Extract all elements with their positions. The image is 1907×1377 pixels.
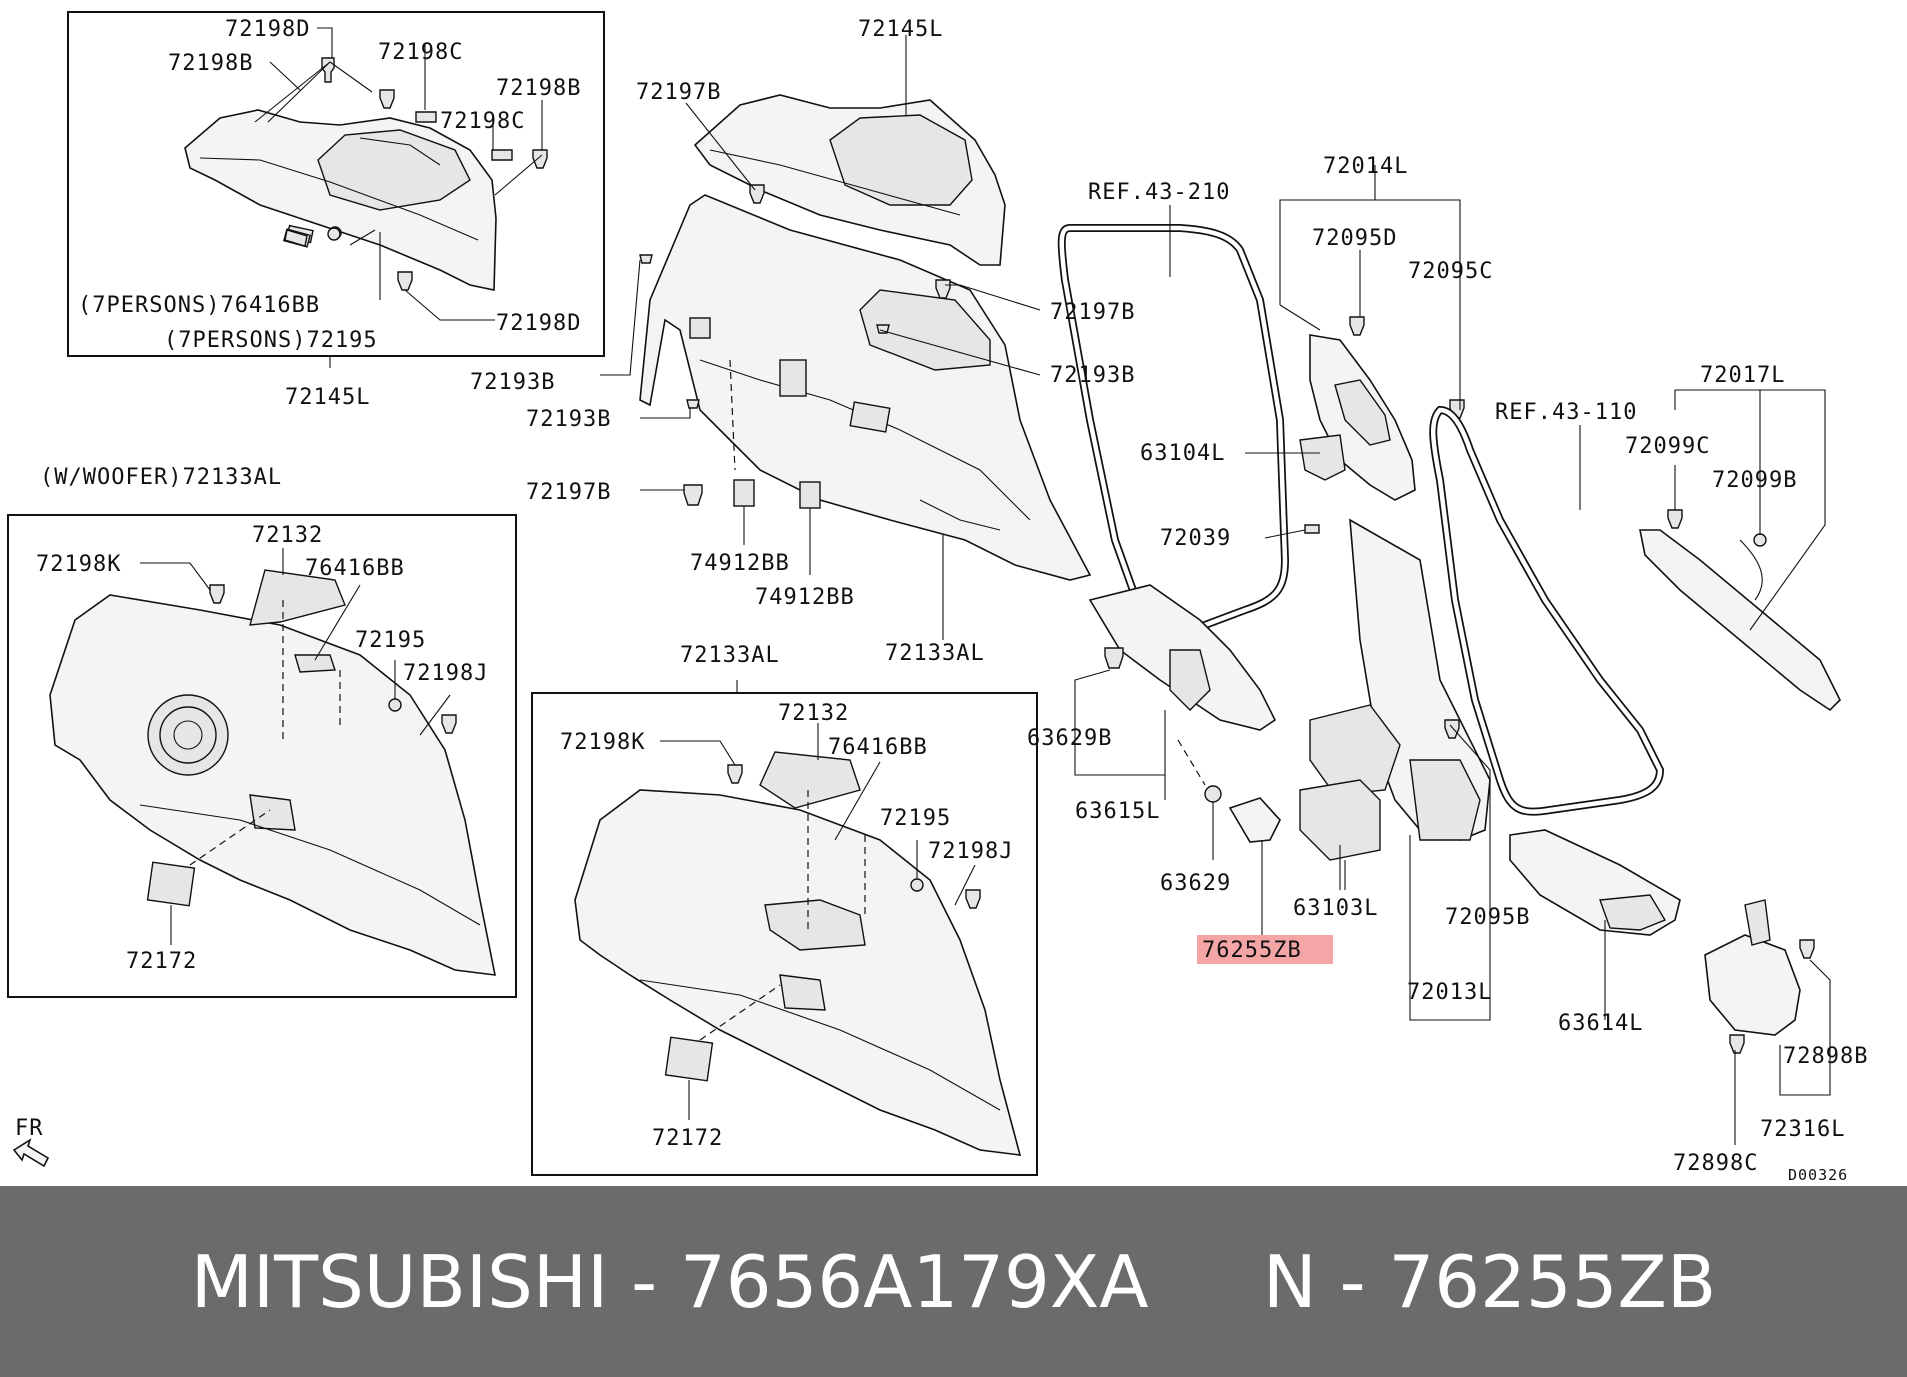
label: 72095B: [1445, 905, 1530, 930]
label: 72133AL: [885, 641, 985, 666]
door-seal-ref-43-210: [1057, 224, 1290, 639]
label: 72095C: [1408, 259, 1493, 284]
lower-bracket-drawing: [1088, 584, 1281, 843]
rear-garnish-drawing: [1639, 529, 1841, 712]
label: 72198J: [928, 839, 1013, 864]
label: 63614L: [1558, 1011, 1643, 1036]
label: 72133AL: [680, 643, 780, 668]
clip-icons-center: [639, 184, 951, 509]
standard-trim-drawing: [574, 751, 1022, 1156]
label: 72099C: [1625, 434, 1710, 459]
upper-garnish-drawing: [693, 94, 1006, 266]
leader-lines-standard: [660, 723, 981, 1120]
label: 72197B: [636, 80, 721, 105]
leader-lines-box1: [254, 27, 543, 368]
label: 72197B: [1050, 300, 1135, 325]
woofer-variant-box: [7, 514, 517, 998]
leader-lines-rear-garnish: [1667, 389, 1826, 631]
parts-diagram: 72198D 72198C 72198B 72198B 72198C (7PER…: [7, 11, 1868, 1184]
label: 72198C: [378, 40, 463, 65]
quarter-trim-drawing: [639, 194, 1092, 581]
leader-lines-center: [600, 35, 1041, 640]
label: 72145L: [285, 385, 370, 410]
part-76255ZB-highlight: [1197, 935, 1333, 964]
label: 72132: [778, 701, 849, 726]
label: 72014L: [1323, 154, 1408, 179]
label: 72198K: [560, 730, 645, 755]
label: (W/WOOFER)72133AL: [40, 465, 282, 490]
label: 72099B: [1712, 468, 1797, 493]
label: 72193B: [526, 407, 611, 432]
label: 72172: [126, 949, 197, 974]
part-number-banner: MITSUBISHI - 7656A179XA N - 76255ZB: [0, 1186, 1907, 1377]
label: 63629B: [1027, 726, 1112, 751]
standard-variant-box: [531, 692, 1038, 1176]
label: 74912BB: [755, 585, 855, 610]
pillar-trim-upper-drawing: [1299, 334, 1416, 501]
label: 72017L: [1700, 363, 1785, 388]
label: 72198C: [440, 109, 525, 134]
part-number-text: MITSUBISHI - 7656A179XA N - 76255ZB: [190, 1239, 1717, 1324]
label: 72193B: [470, 370, 555, 395]
upper-trim-detail-box: [67, 11, 605, 357]
label: 72198J: [403, 661, 488, 686]
label: 72013L: [1407, 980, 1492, 1005]
woofer-trim-drawing: [49, 569, 497, 976]
label: 72198D: [496, 311, 581, 336]
upper-trim-detail-drawing: [184, 109, 497, 291]
label: 72193B: [1050, 363, 1135, 388]
label: 63104L: [1140, 441, 1225, 466]
label: 72132: [252, 523, 323, 548]
label: 72195: [355, 628, 426, 653]
scuff-plate-drawing: [1509, 829, 1681, 1020]
label: (7PERSONS)72195: [164, 328, 378, 353]
label: 72195: [880, 806, 951, 831]
label: REF.43-110: [1495, 400, 1637, 425]
label: 72198B: [496, 76, 581, 101]
label: 72198K: [36, 552, 121, 577]
label: 72898B: [1783, 1044, 1868, 1069]
label: (7PERSONS)76416BB: [78, 293, 320, 318]
door-seal-ref-43-110: [1429, 405, 1665, 816]
leader-lines-pillar: [1245, 165, 1491, 1021]
label: 74912BB: [690, 551, 790, 576]
leader-lines-lower-bracket: [1074, 669, 1341, 940]
label: 63615L: [1075, 799, 1160, 824]
cover-72316L-drawing: [1704, 899, 1815, 1054]
part-76255ZB-shape: [1228, 797, 1281, 843]
label: 76416BB: [305, 556, 405, 581]
clip-icons-box1: [284, 57, 548, 291]
label: 76255ZB: [1202, 938, 1302, 963]
leader-lines-72316L: [1734, 959, 1831, 1145]
label: 72198D: [225, 17, 310, 42]
label: 72197B: [526, 480, 611, 505]
label: 72039: [1160, 526, 1231, 551]
leader-lines-woofer: [140, 548, 457, 945]
label: 72898C: [1673, 1151, 1758, 1176]
part-labels: 72198D 72198C 72198B 72198B 72198C (7PER…: [15, 17, 1868, 1184]
pillar-trim-lower-drawing: [1299, 518, 1491, 861]
label: 72198B: [168, 51, 253, 76]
label: 72172: [652, 1126, 723, 1151]
label: FR: [15, 1116, 44, 1141]
label: 72145L: [858, 17, 943, 42]
label: 72316L: [1760, 1117, 1845, 1142]
front-direction-arrow-icon: [12, 1138, 50, 1168]
label: 76416BB: [828, 735, 928, 760]
label: 72095D: [1312, 226, 1397, 251]
label: 63103L: [1293, 896, 1378, 921]
label: REF.43-210: [1088, 180, 1230, 205]
drawing-code-label: D00326: [1788, 1166, 1848, 1184]
label: 63629: [1160, 871, 1231, 896]
